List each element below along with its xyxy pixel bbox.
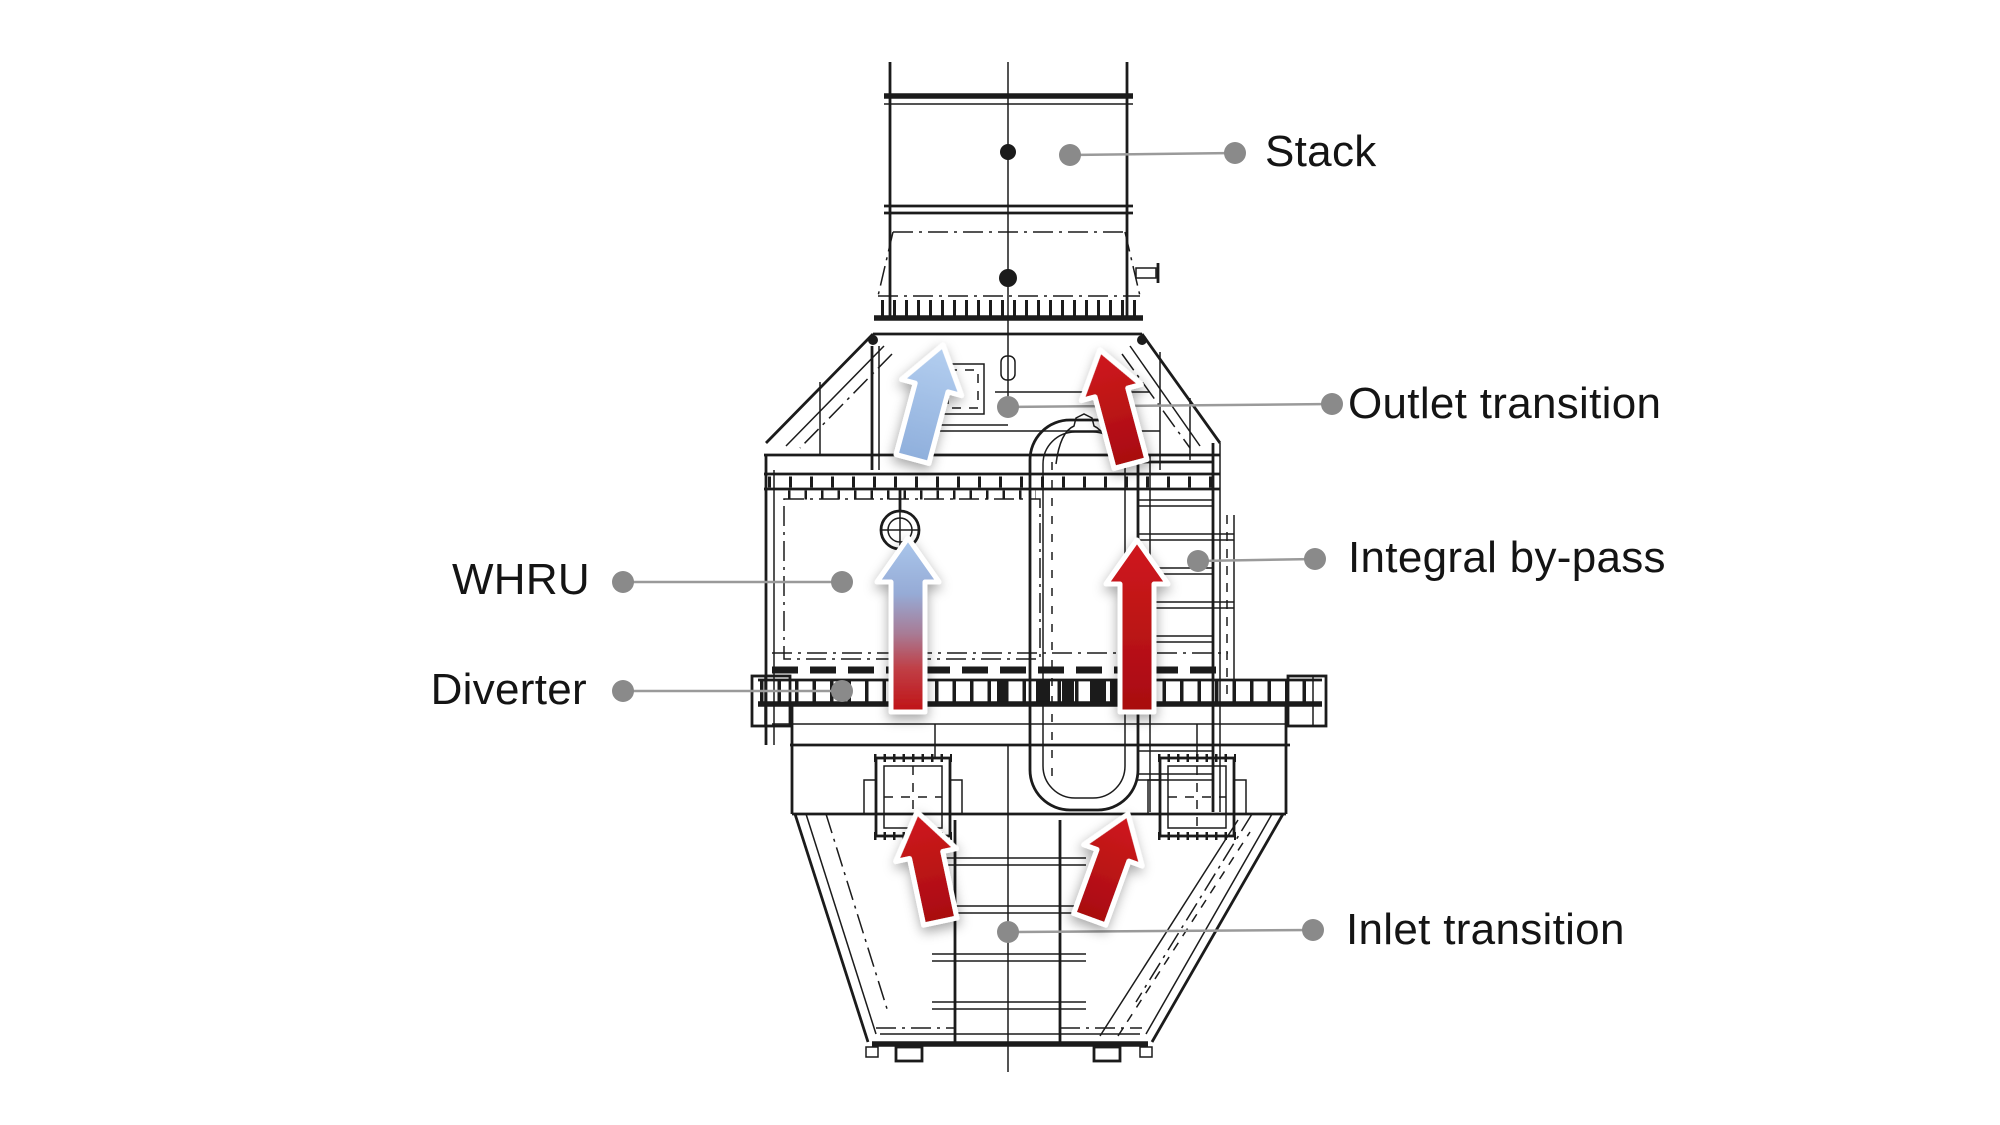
inlet-transition-label: Inlet transition — [1346, 905, 1625, 954]
diverter-drawing — [750, 652, 1328, 747]
inlet-right-gas-arrow — [1071, 811, 1145, 928]
whru-heat-exchange-arrow — [874, 535, 942, 715]
outlet-transition-label: Outlet transition — [1348, 379, 1662, 428]
stack-drawing — [874, 62, 1160, 412]
whru-label: WHRU — [451, 555, 590, 604]
inlet-transition-leader — [1007, 928, 1314, 934]
outlet-transition-leader — [1007, 402, 1333, 409]
outlet-transition-drawing — [765, 332, 1222, 470]
bypass-casing-drawing — [1138, 443, 1235, 812]
stack-label: Stack — [1265, 127, 1377, 176]
leader-lines — [612, 142, 1343, 943]
integral-bypass-leader — [1197, 557, 1316, 563]
integral-bypass-label: Integral by-pass — [1348, 533, 1666, 582]
inlet-left-gas-arrow — [893, 809, 960, 928]
flow-arrows — [874, 342, 1171, 928]
stack-leader — [1069, 151, 1236, 157]
diverter-label: Diverter — [430, 665, 587, 714]
bypass-duct-gas-arrow — [1103, 537, 1171, 715]
outlet-cooled-gas-arrow — [893, 342, 965, 466]
outlet-bypass-gas-arrow — [1078, 347, 1150, 471]
